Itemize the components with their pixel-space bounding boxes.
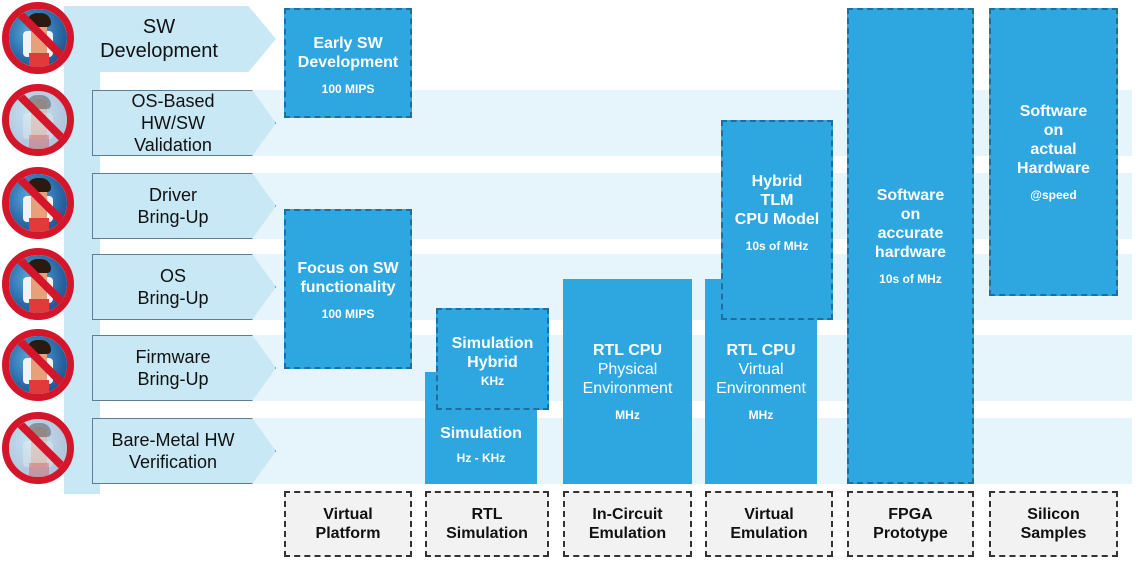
- forbidden-avatar-icon: [2, 167, 74, 239]
- box-early-sw-development: Early SW Development 100 MIPS: [284, 8, 412, 118]
- row-label-os-bringup: OS Bring-Up: [92, 254, 276, 320]
- box-title: Simulation: [440, 425, 522, 442]
- box-title: RTL CPU: [592, 342, 663, 359]
- row-label-driver-bringup: Driver Bring-Up: [92, 173, 276, 239]
- category-virtual-emulation: Virtual Emulation: [705, 491, 833, 557]
- box-title: Hybrid TLM CPU Model: [734, 173, 820, 228]
- box-speed: MHz: [615, 408, 640, 422]
- box-software-on-actual-hardware: Software on actual Hardware @speed: [989, 8, 1118, 296]
- box-speed: 100 MIPS: [321, 307, 375, 321]
- category-rtl-simulation: RTL Simulation: [425, 491, 549, 557]
- box-title: RTL CPU: [726, 342, 796, 359]
- row-label-firmware-bringup: Firmware Bring-Up: [92, 335, 276, 401]
- box-title: Focus on SW functionality: [297, 260, 399, 296]
- box-speed: 10s of MHz: [745, 239, 809, 253]
- box-title: Software on accurate hardware: [874, 187, 947, 261]
- box-title: Software on actual Hardware: [1017, 103, 1090, 177]
- box-speed: Hz - KHz: [456, 451, 506, 465]
- box-focus-sw-functionality: Focus on SW functionality 100 MIPS: [284, 209, 412, 369]
- box-subtitle: Virtual Environment: [716, 361, 806, 397]
- box-hybrid-tlm-cpu-model: Hybrid TLM CPU Model 10s of MHz: [721, 120, 833, 320]
- box-speed: 10s of MHz: [879, 272, 942, 286]
- box-rtl-cpu-physical: RTL CPU Physical Environment MHz: [563, 279, 692, 484]
- box-title: Early SW Development: [297, 35, 399, 71]
- category-virtual-platform: Virtual Platform: [284, 491, 412, 557]
- box-software-on-accurate-hardware: Software on accurate hardware 10s of MHz: [847, 8, 974, 484]
- category-in-circuit-emulation: In-Circuit Emulation: [563, 491, 692, 557]
- box-simulation-hybrid: Simulation Hybrid KHz: [436, 308, 549, 410]
- box-speed: 100 MIPS: [321, 82, 375, 96]
- row-label-baremetal-verification: Bare-Metal HW Verification: [92, 418, 276, 484]
- forbidden-avatar-icon: [2, 2, 74, 74]
- row-label-sw-development: SW Development: [64, 6, 276, 72]
- category-silicon-samples: Silicon Samples: [989, 491, 1118, 557]
- row-label-os-validation: OS-Based HW/SW Validation: [92, 90, 276, 156]
- box-speed: @speed: [1030, 188, 1077, 202]
- category-fpga-prototype: FPGA Prototype: [847, 491, 974, 557]
- forbidden-avatar-icon: [2, 84, 74, 156]
- forbidden-avatar-icon: [2, 248, 74, 320]
- forbidden-avatar-icon: [2, 412, 74, 484]
- box-title: Simulation Hybrid: [451, 335, 534, 371]
- box-subtitle: Physical Environment: [582, 361, 673, 397]
- left-spine: [64, 6, 100, 494]
- box-speed: MHz: [748, 408, 774, 422]
- box-speed: KHz: [480, 374, 505, 388]
- forbidden-avatar-icon: [2, 329, 74, 401]
